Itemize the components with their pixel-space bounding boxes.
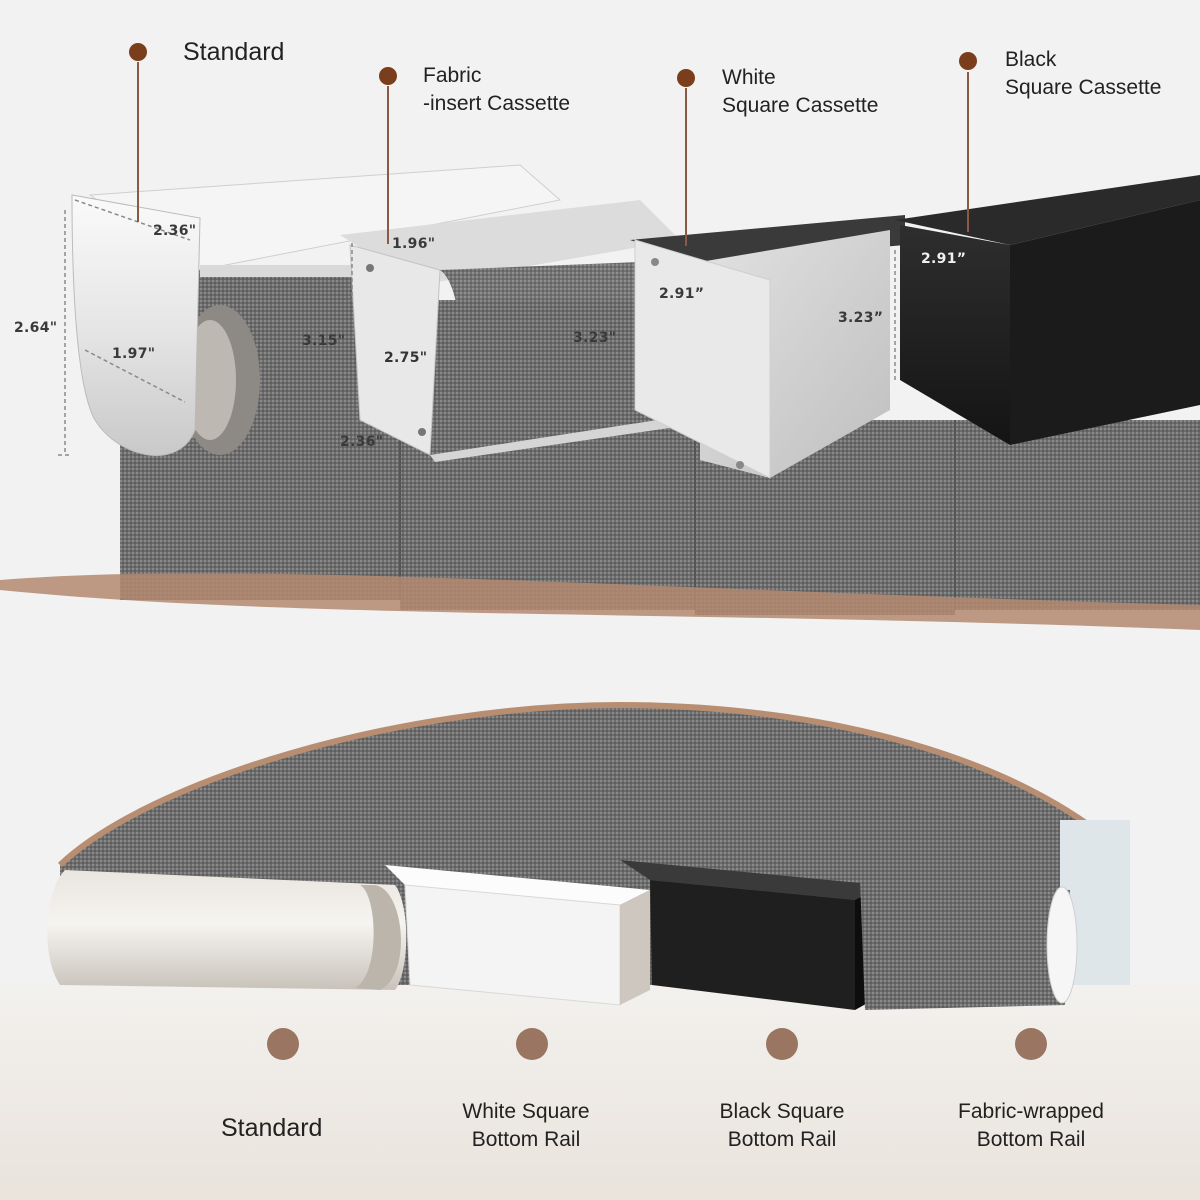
dim-white-front: 2.91” (659, 286, 705, 302)
dim-fabric-bottom: 2.36" (340, 434, 384, 450)
dim-fabric-front: 2.75" (384, 350, 428, 366)
dim-fabric-left: 3.15" (302, 333, 346, 349)
dim-white-left: 3.23" (573, 330, 617, 346)
white-square-cassette (630, 215, 905, 479)
cassette-label-white-square: White Square Cassette (722, 66, 879, 117)
callout-dot-white-square (677, 69, 695, 87)
rail-dot-white-square (516, 1028, 548, 1060)
bottom-rail-standard (47, 870, 407, 990)
standard-headrail (71, 164, 562, 456)
dim-standard-height: 2.64" (14, 320, 58, 336)
rail-label-black-square: Black Square Bottom Rail (719, 1100, 845, 1151)
leader-line-standard (137, 62, 139, 222)
dim-black-top: 2.91” (921, 251, 967, 267)
divider-swoosh (0, 573, 1200, 630)
dim-standard-depth: 1.97" (112, 346, 156, 362)
cassette-label-fabric-insert: Fabric -insert Cassette (423, 64, 571, 115)
dim-standard-width: 2.36" (153, 223, 197, 239)
cassette-label-standard: Standard (183, 38, 285, 66)
callout-dot-standard (129, 43, 147, 61)
rail-dot-black-square (766, 1028, 798, 1060)
leader-line-black-square (967, 72, 969, 232)
rail-dot-fabric-wrapped (1015, 1028, 1047, 1060)
dim-fabric-top: 1.96" (392, 236, 436, 252)
black-square-cassette (895, 175, 1200, 445)
leader-line-fabric-insert (387, 86, 389, 244)
callout-dot-fabric-insert (379, 67, 397, 85)
bottom-rail-window (0, 701, 1200, 1200)
rail-dot-standard (267, 1028, 299, 1060)
callout-dot-black-square (959, 52, 977, 70)
dim-white-height: 3.23” (838, 310, 884, 326)
rail-label-white-square: White Square Bottom Rail (462, 1100, 590, 1151)
bottom-rail-fabric-wrapped (860, 880, 1078, 1010)
dimension-guides (58, 199, 896, 456)
cassette-label-black-square: Black Square Cassette (1005, 48, 1162, 99)
rail-label-standard: Standard (221, 1114, 323, 1142)
bottom-rail-white-square (385, 865, 650, 1006)
rail-label-fabric-wrapped: Fabric-wrapped Bottom Rail (958, 1100, 1104, 1151)
fabric-insert-cassette (340, 200, 690, 462)
leader-line-white-square (685, 88, 687, 246)
